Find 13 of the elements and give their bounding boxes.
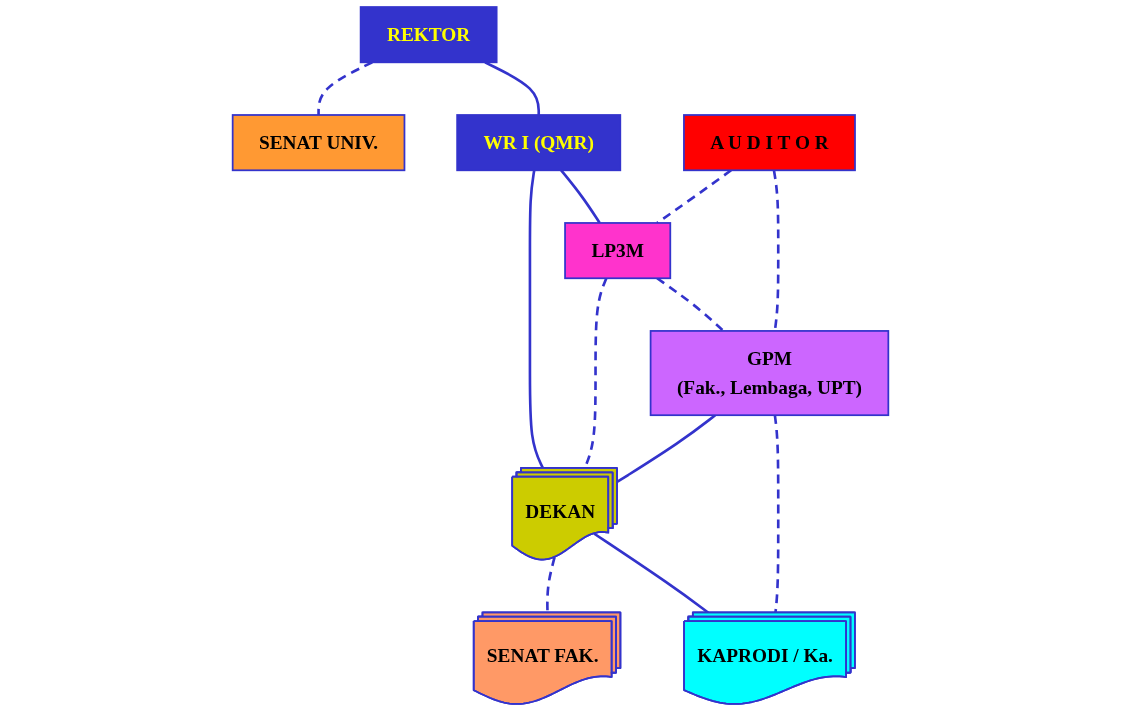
connector (317, 61, 373, 115)
node-box: A U D I T O R (683, 114, 856, 172)
connector (546, 557, 556, 613)
node-box: LP3M (564, 222, 672, 280)
node-box: SENAT UNIV. (231, 114, 406, 172)
connector (484, 61, 541, 115)
node-box: WR I (QMR) (456, 114, 622, 172)
node-box: REKTOR (359, 6, 498, 64)
connector (616, 414, 716, 483)
node-box: GPM (Fak., Lembaga, UPT) (649, 330, 890, 417)
connector (773, 415, 780, 613)
connector (560, 169, 601, 224)
connector (656, 277, 725, 332)
